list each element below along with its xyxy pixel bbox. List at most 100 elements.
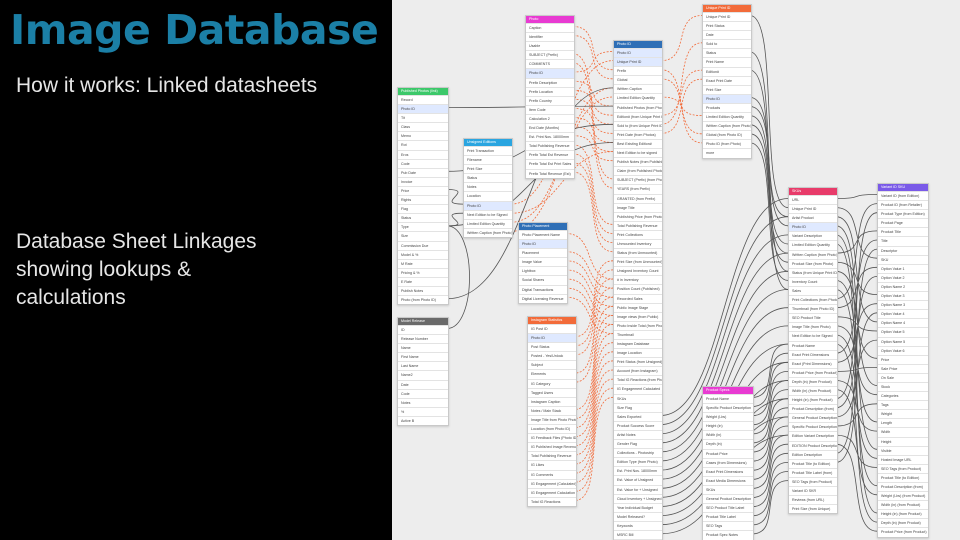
table-field[interactable]: Prefix Country	[526, 95, 574, 105]
table-field[interactable]: Product Title	[878, 227, 928, 236]
table-field[interactable]: Caption	[526, 23, 574, 32]
table-field[interactable]: General Product Description	[789, 413, 837, 422]
table-field[interactable]: Next Edition to be signed	[614, 148, 662, 157]
table-field[interactable]: Calculation 2	[526, 113, 574, 123]
table-field[interactable]: Code	[398, 388, 448, 398]
table-field[interactable]: COMMENTS	[526, 59, 574, 68]
table-field[interactable]: SEO Product Title	[789, 313, 837, 322]
table-field[interactable]: Global	[614, 75, 662, 84]
table-field[interactable]: Image Location	[614, 348, 662, 357]
table-field[interactable]: IG Post ID	[528, 324, 576, 333]
table-field[interactable]: Date	[703, 30, 751, 39]
table-field[interactable]: First Name	[398, 352, 448, 361]
table-field[interactable]: Print Size	[703, 84, 751, 94]
table-field[interactable]: Position Count (Published)	[614, 284, 662, 293]
table-field[interactable]: Print Size (from Unique)	[789, 504, 837, 513]
table-field[interactable]: Status	[703, 48, 751, 57]
table-field[interactable]: Depth (in) (from Product)	[789, 376, 837, 386]
table-field[interactable]: Publishing Price (from Photo)	[614, 211, 662, 221]
table-field[interactable]: Written Caption	[614, 84, 662, 93]
table-field[interactable]: Limited Edition Quantity	[703, 112, 751, 121]
table-field[interactable]: more	[703, 148, 751, 157]
table-field[interactable]: Depth (in)	[703, 439, 753, 448]
table-field[interactable]: Sold to	[703, 39, 751, 48]
table-field[interactable]: Lightbox	[519, 266, 567, 275]
table-field[interactable]: Width (in) (from Product)	[878, 500, 928, 509]
table-field[interactable]: Tit	[398, 113, 448, 122]
table-field[interactable]: Visible	[878, 445, 928, 455]
table-field[interactable]: Sale Price	[878, 363, 928, 373]
table-field[interactable]: Prefix Description	[526, 77, 574, 87]
table-field[interactable]: # in Inventory	[614, 275, 662, 284]
table-field[interactable]: SEO Tags (from Product)	[789, 476, 837, 486]
table-field[interactable]: IG Comments	[528, 469, 576, 479]
table-field[interactable]: Edition Variant Description	[789, 431, 837, 440]
table-field[interactable]: Product Description (from)	[878, 482, 928, 491]
table-field[interactable]: Location	[464, 191, 512, 200]
table-field[interactable]: SUBJECT (Prefix)	[526, 50, 574, 59]
table-field[interactable]: Product Price (from Product)	[878, 527, 928, 536]
table-field[interactable]: Publish Notes	[398, 285, 448, 295]
table-field[interactable]: Pricing & %	[398, 267, 448, 277]
table-field[interactable]: Best Existing Edition#	[614, 138, 662, 148]
table-field[interactable]: Digital Licensing Revenue	[519, 293, 567, 303]
table-field[interactable]: Option Name 2	[878, 281, 928, 291]
table-field[interactable]: Product Type (from Edition)	[878, 209, 928, 218]
table-field[interactable]: Instagram Database	[614, 339, 662, 348]
table-field[interactable]: IG Engagement Calculated	[614, 384, 662, 393]
table-field[interactable]: Photo ID	[789, 222, 837, 232]
table-field[interactable]: SEO Tags	[703, 521, 753, 530]
table-field[interactable]: Prefix Location	[526, 86, 574, 96]
table-field[interactable]: Price	[398, 185, 448, 195]
table-field[interactable]: Photo Placement Name	[519, 230, 567, 239]
table-field[interactable]: IG Feedback Files (Photo ID)	[528, 433, 576, 442]
table-field[interactable]: IG Engagement (Calculated)	[528, 478, 576, 488]
table-field[interactable]: Thumbnail	[614, 329, 662, 339]
table-field[interactable]: Account (from Instagram)	[614, 366, 662, 375]
table-field[interactable]: Name2	[398, 370, 448, 379]
table-field[interactable]: Prefix Total Est Print Sales	[526, 159, 574, 168]
table-field[interactable]: Type	[398, 222, 448, 231]
table-field[interactable]: Unique Print ID	[703, 12, 751, 21]
table-field[interactable]: %	[398, 406, 448, 416]
table-field[interactable]: Notes	[398, 397, 448, 407]
table-field[interactable]: Product Name	[789, 340, 837, 350]
table-field[interactable]: Photo ID	[526, 68, 574, 78]
table-field[interactable]: Categories	[878, 391, 928, 400]
table-field[interactable]: YEARS (from Prefix)	[614, 184, 662, 193]
table-field[interactable]: Active B	[398, 415, 448, 425]
table-field[interactable]: Product Size (from Photo)	[789, 258, 837, 268]
table-field[interactable]: Print Name	[703, 57, 751, 66]
table-field[interactable]: Artist Notes	[614, 429, 662, 439]
table-field[interactable]: Product Price	[703, 448, 753, 458]
table-field[interactable]: Image Title (from Photo)	[789, 322, 837, 331]
table-field[interactable]: Exact (Print Dimensions)	[789, 358, 837, 368]
table-field[interactable]: Status (from Unmounted)	[614, 248, 662, 257]
table-field[interactable]: Width (in)	[703, 430, 753, 439]
table-field[interactable]: Total Publishing Revenue	[526, 141, 574, 150]
table-field[interactable]: Total Publishing Revenue	[614, 220, 662, 230]
table-field[interactable]: Option Value 5	[878, 327, 928, 336]
table-field[interactable]: Instagram Caption	[528, 396, 576, 406]
table-field[interactable]: Unmounted Inventory	[614, 238, 662, 248]
table-field[interactable]: Stock	[878, 381, 928, 391]
table-field[interactable]: Digital Transactions	[519, 284, 567, 294]
table-field[interactable]: Year Individual Budget	[614, 502, 662, 512]
table-field[interactable]: Print Size (from Unmounted)	[614, 257, 662, 266]
table-field[interactable]: Edition# (from Unique Print ID)	[614, 111, 662, 121]
table-field[interactable]: Photo ID	[398, 104, 448, 114]
table-field[interactable]: Claim (from Published Photos)	[614, 166, 662, 175]
table-field[interactable]: Specific Product Description	[789, 422, 837, 431]
table-field[interactable]: Photo ID	[528, 333, 576, 343]
table-field[interactable]: Sales Exported	[614, 411, 662, 421]
table-field[interactable]: Option Value 6	[878, 345, 928, 355]
table-field[interactable]: Limited Edition Quantity	[614, 93, 662, 102]
table-field[interactable]: Photo Inside Total (from Photo)	[614, 320, 662, 330]
table-field[interactable]: Name	[398, 343, 448, 352]
table-field[interactable]: Height (in)	[703, 421, 753, 430]
table-field[interactable]: Product Page	[878, 218, 928, 227]
table-field[interactable]: Print Collections	[614, 229, 662, 239]
